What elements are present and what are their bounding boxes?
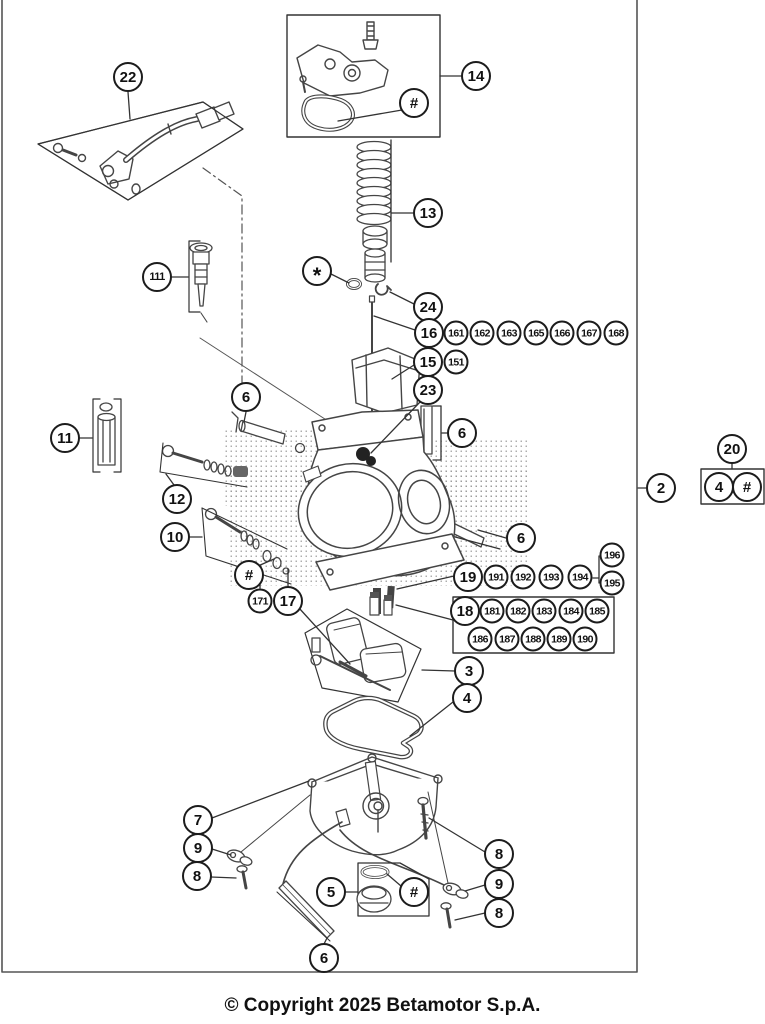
callout-9: 9: [484, 869, 514, 899]
callout-2: 2: [646, 473, 676, 503]
callout-19: 19: [453, 562, 483, 592]
callout-6: 6: [309, 943, 339, 973]
callout-181: 181: [479, 598, 505, 624]
callout-4: 4: [704, 472, 734, 502]
pin-6-left: [231, 411, 306, 454]
callout-5: 5: [316, 877, 346, 907]
callout-196: 196: [599, 542, 625, 568]
callout-163: 163: [496, 320, 522, 346]
callout-11: 11: [50, 423, 80, 453]
callout-14: 14: [461, 61, 491, 91]
callout-191: 191: [483, 564, 509, 590]
callout-111: 111: [142, 262, 172, 292]
callout-9: 9: [183, 833, 213, 863]
callout-195: 195: [599, 570, 625, 596]
callout-hash: #: [399, 877, 429, 907]
callout-161: 161: [443, 320, 469, 346]
jets-17: [369, 592, 393, 616]
callout-12: 12: [162, 484, 192, 514]
top-cover-assembly: [286, 14, 441, 138]
callout-15: 15: [413, 347, 443, 377]
callout-194: 194: [567, 564, 593, 590]
callout-8: 8: [484, 898, 514, 928]
callout-167: 167: [576, 320, 602, 346]
callout-20: 20: [717, 434, 747, 464]
filter-11: [92, 398, 122, 473]
callout-190: 190: [572, 626, 598, 652]
callout-184: 184: [558, 598, 584, 624]
callout-187: 187: [494, 626, 520, 652]
callout-192: 192: [510, 564, 536, 590]
callout-183: 183: [531, 598, 557, 624]
callout-22: 22: [113, 62, 143, 92]
callout-8: 8: [182, 861, 212, 891]
copyright-text: © Copyright 2025 Betamotor S.p.A.: [224, 995, 541, 1016]
callout-4: 4: [452, 683, 482, 713]
callout-162: 162: [469, 320, 495, 346]
plunger-caps: [362, 225, 388, 283]
callout-18: 18: [450, 596, 480, 626]
bowl-gasket: [323, 695, 424, 760]
callout-17: 17: [273, 586, 303, 616]
callout-8: 8: [484, 839, 514, 869]
callout-hash: #: [399, 88, 429, 118]
leader-lines: [79, 75, 733, 945]
phantom-lines: [202, 167, 243, 387]
callout-6: 6: [447, 418, 477, 448]
callout-star: *: [302, 256, 332, 288]
box-18-group: [452, 596, 615, 654]
callout-182: 182: [505, 598, 531, 624]
callout-13: 13: [413, 198, 443, 228]
callout-165: 165: [523, 320, 549, 346]
callout-185: 185: [584, 598, 610, 624]
callout-6: 6: [506, 523, 536, 553]
callout-6: 6: [231, 382, 261, 412]
callout-171: 171: [247, 588, 273, 614]
callout-166: 166: [549, 320, 575, 346]
throttle-slide: [351, 347, 421, 414]
box-22-group: [37, 101, 244, 201]
callout-16: 16: [414, 318, 444, 348]
callout-23: 23: [413, 375, 443, 405]
bowl-hardware: [226, 791, 469, 942]
callout-10: 10: [160, 522, 190, 552]
callout-188: 188: [520, 626, 546, 652]
callout-151: 151: [443, 349, 469, 375]
callout-hash: #: [234, 560, 264, 590]
callout-193: 193: [538, 564, 564, 590]
throttle-spring: [356, 140, 392, 226]
carburetor-body: [297, 409, 465, 614]
float-assembly: [304, 608, 422, 703]
air-screw-12: [159, 442, 248, 488]
callout-189: 189: [546, 626, 572, 652]
throttle-cable-assembly: [37, 101, 244, 201]
float-bowl: [307, 753, 443, 856]
needle-valve-111: [188, 240, 213, 323]
callout-3: 3: [454, 656, 484, 686]
callout-7: 7: [183, 805, 213, 835]
callout-186: 186: [467, 626, 493, 652]
callout-hash: #: [732, 472, 762, 502]
callout-168: 168: [603, 320, 629, 346]
